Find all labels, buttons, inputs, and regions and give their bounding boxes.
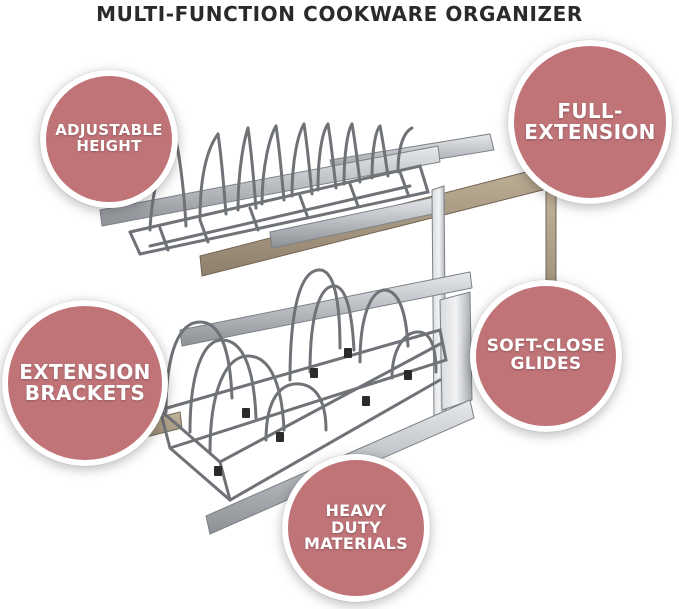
- divider-clips: [214, 348, 412, 476]
- full-extension-line-1: FULL-: [557, 99, 623, 123]
- lower-rear-slide: [179, 271, 473, 347]
- full-extension-label: FULL- EXTENSION: [524, 101, 655, 143]
- soft-close-glides-badge: SOFT-CLOSE GLIDES: [470, 280, 622, 432]
- heavy-duty-line-2: DUTY: [331, 517, 381, 537]
- adjustable-line-1: ADJUSTABLE: [55, 121, 163, 140]
- extension-brackets-line-1: EXTENSION: [19, 360, 151, 384]
- page-title: MULTI-FUNCTION COOKWARE ORGANIZER: [96, 2, 583, 26]
- full-extension-badge: FULL- EXTENSION: [508, 40, 672, 204]
- lower-side-post: [439, 291, 473, 411]
- soft-close-line-1: SOFT-CLOSE: [486, 336, 606, 357]
- extension-brackets-line-2: BRACKETS: [24, 381, 146, 405]
- adjustable-line-2: HEIGHT: [76, 137, 142, 155]
- soft-close-glides-label: SOFT-CLOSE GLIDES: [486, 336, 606, 374]
- adjustable-height-badge: ADJUSTABLE HEIGHT: [40, 70, 178, 208]
- heavy-duty-line-3: MATERIALS: [304, 534, 408, 554]
- heavy-duty-materials-badge: HEAVY DUTY MATERIALS: [282, 454, 430, 602]
- full-extension-line-2: EXTENSION: [524, 120, 656, 144]
- soft-close-line-2: GLIDES: [510, 354, 582, 374]
- extension-brackets-badge: EXTENSION BRACKETS: [2, 300, 168, 466]
- heavy-duty-line-1: HEAVY: [325, 500, 387, 520]
- upper-shelf: [99, 122, 599, 425]
- adjustable-height-label: ADJUSTABLE HEIGHT: [55, 121, 163, 155]
- upper-wire-basket: [128, 122, 430, 256]
- lower-wire-basket: [158, 268, 448, 502]
- extension-brackets-label: EXTENSION BRACKETS: [19, 362, 150, 404]
- heavy-duty-materials-label: HEAVY DUTY MATERIALS: [304, 500, 408, 554]
